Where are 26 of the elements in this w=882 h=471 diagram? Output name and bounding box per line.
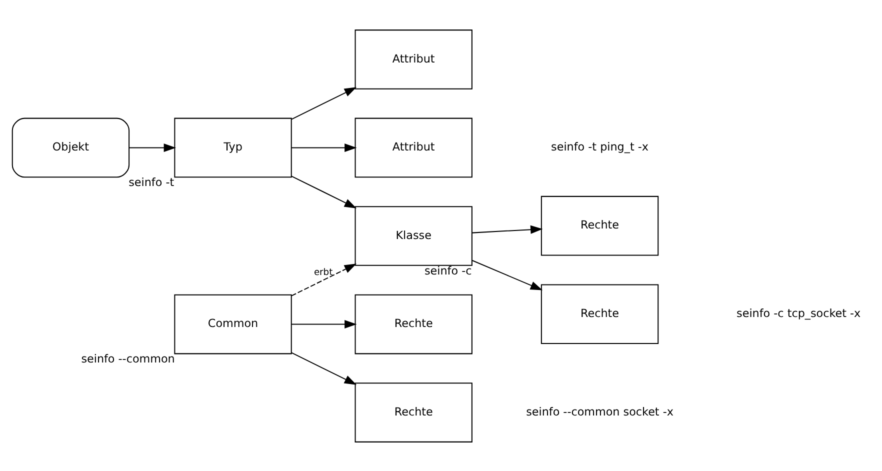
arrow (292, 320, 357, 328)
node-label: seinfo -c (424, 264, 472, 277)
arrow (291, 263, 357, 296)
node-box: Common (174, 294, 292, 354)
node-box: Rechte (354, 382, 472, 442)
node-box: Typ (174, 117, 292, 178)
label: seinfo -c tcp_socket -x (736, 306, 861, 320)
node-label: seinfo -t (128, 176, 174, 189)
label: seinfo --common socket -x (526, 404, 674, 418)
node-box: Attribut (354, 29, 472, 89)
arrow (291, 86, 357, 120)
edge-label: erbt (314, 267, 333, 278)
node-label: seinfo --common (81, 352, 175, 366)
node-box: Objekt (12, 117, 130, 178)
arrow (291, 352, 357, 384)
arrow (129, 142, 176, 152)
node-box: Klasse (354, 206, 472, 266)
node-box: Rechte (354, 294, 472, 354)
node-box: Rechte (540, 195, 659, 256)
arrow (291, 175, 357, 208)
label: seinfo -t ping_t -x (551, 140, 648, 154)
node-box: Attribut (354, 117, 472, 178)
arrow (472, 224, 543, 234)
arrow (472, 260, 543, 290)
arrow (292, 142, 357, 152)
node-box: Rechte (540, 284, 659, 344)
